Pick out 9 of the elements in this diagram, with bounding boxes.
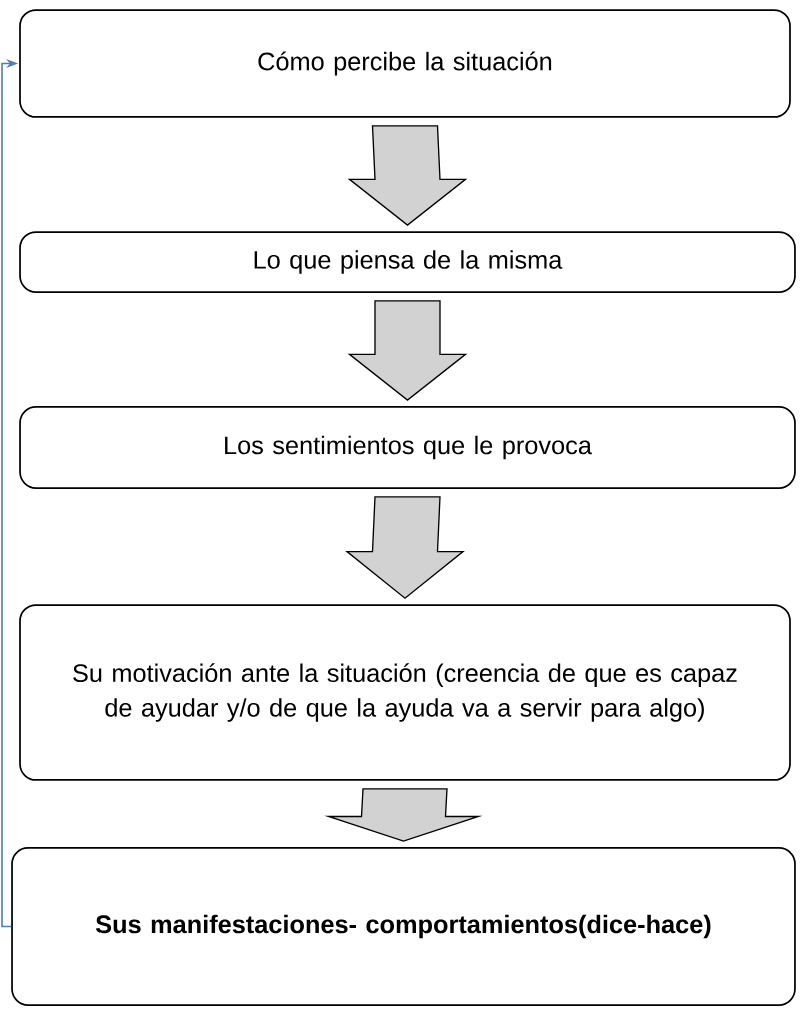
process-box: Su motivación ante la situación (creencia de que es capaz de ayudar y/o de que la ayuda va a servir para algo) — [19, 604, 791, 781]
block-arrow — [345, 496, 465, 600]
process-box: Cómo percibe la situación — [19, 9, 791, 118]
process-box: Sus manifestaciones- comportamientos(dice-hace) — [11, 847, 796, 1006]
process-box: Lo que piensa de la misma — [19, 231, 796, 293]
process-box: Los sentimientos que le provoca — [19, 406, 796, 489]
block-arrow — [347, 300, 468, 401]
block-arrow — [324, 788, 483, 842]
block-arrow — [347, 125, 468, 226]
